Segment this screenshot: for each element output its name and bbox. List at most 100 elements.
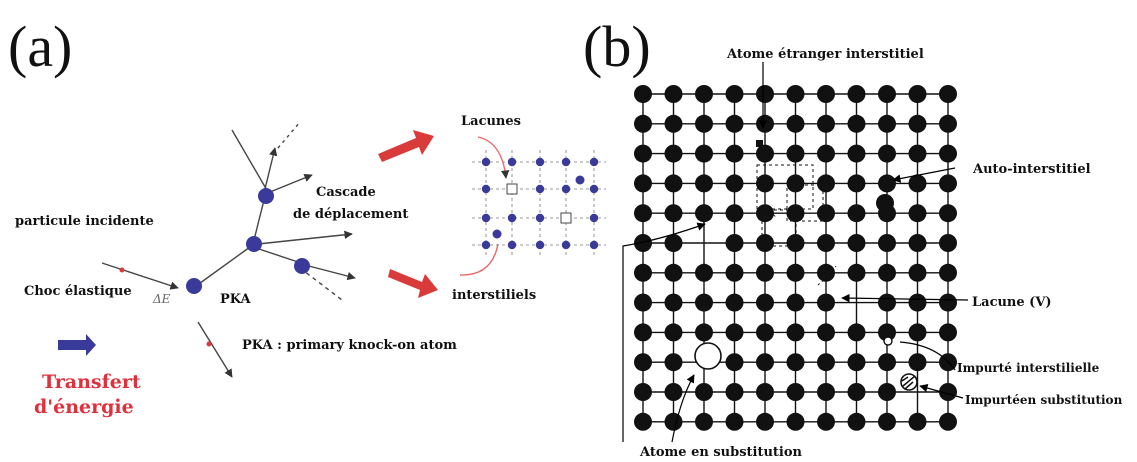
lattice-atom [939,383,957,401]
interstitial-impurity-atom [883,336,893,346]
foreign-interstitial-atom [756,140,763,147]
branch-up [263,147,278,194]
cascade-label-line1: Cascade [316,185,376,200]
lattice-atom [817,204,835,223]
lattice-atom [939,144,957,163]
pka-atom [186,278,202,294]
node2-to-node4 [255,247,299,263]
lattice-atom [786,293,805,312]
lattice-atom [878,293,896,312]
foreign-interstitial-label: Atome étranger interstitiel [726,47,924,62]
lattice-atom [725,234,744,252]
lattice-atom [817,234,835,252]
lattice-atom [878,174,896,193]
mini-lattice-atom [481,240,491,250]
lattice-atom [817,293,835,312]
vacancy-pointer [841,293,969,303]
lattice-atom [695,293,713,312]
lattice-atom [786,323,805,342]
lattice-atom [695,144,713,163]
mini-lattice-atom [561,184,571,194]
secondary-trajectory [197,321,233,378]
lattice-atom [756,114,774,133]
lattice-atom [786,144,805,163]
mini-lattice-atom [589,157,599,167]
lattice-atom [786,114,805,133]
lattice-atom [786,263,805,282]
lattice-atom [817,323,835,342]
self-interstitial-pointer [892,167,956,183]
lattice-atom [847,204,866,223]
lattice-atom [908,353,927,372]
lattice-atom [939,114,957,133]
lattice-atom [786,383,805,401]
incident-particle-dot [119,267,125,273]
lattice-atom [847,263,866,282]
lattice-atom [695,412,713,431]
mini-lattice-atom [535,157,545,167]
incident-particle-label: particule incidente [15,214,154,229]
mini-lattice-atom [481,157,491,167]
branch-dashed [299,267,343,301]
lattice-atom [634,114,652,133]
lattice-atom [847,114,866,133]
impurity-substitution-pointer [919,383,964,399]
vacancy-pointer [477,136,510,179]
distortion-zone-2 [786,184,824,222]
red-arrow-down-icon [388,269,438,298]
panel-a-diagram: particule incidente Choc élastique ΔE PK… [15,114,606,418]
mini-interstitial-2 [492,229,502,239]
lattice-atom [756,412,774,431]
lattice-atom [756,353,774,372]
impurity-interstitial-pointer [899,341,956,371]
lattice-atom [756,263,774,282]
lattice-atom [725,204,744,223]
lattice-atom [878,144,896,163]
lattice-atom [634,174,652,193]
lattice-atom [664,234,683,252]
hatch-mark [901,375,916,390]
cascade-atom-2 [258,188,274,204]
blue-arrow-icon [58,334,96,356]
interstitials-label: interstiliels [452,288,536,303]
lattice-atom [908,174,927,193]
lattice-atom [939,234,957,252]
lattice-atom [634,85,652,103]
lattice-atom [847,85,866,103]
lattice-atom [878,263,896,282]
mini-lattice-atom [535,213,545,223]
lattice-atom [695,323,713,342]
energy-transfer-line2: d'énergie [34,396,134,418]
lattice-atom [664,293,683,312]
mini-lattice-atom [561,240,571,250]
lattice-atom [847,353,866,372]
interstitial-pointer [459,243,499,276]
lattice-atom [817,114,835,133]
lattice-atom [817,174,835,193]
branch-right-mid [257,230,353,245]
lattice-atom [725,412,744,431]
lattice-atom [817,383,835,401]
lattice-atom [756,293,774,312]
lattice-atom [939,323,957,342]
lattice-atom [939,174,957,193]
lattice-atom [756,85,774,103]
lattice-atom [756,174,774,193]
left-pointer [622,222,706,442]
lattice-atom [664,85,683,103]
substitution-impurity-label: Impurtéen substitution [965,393,1123,407]
lattice-atom [664,144,683,163]
lattice-atom [756,383,774,401]
lattice-atom [664,114,683,133]
delta-e-label: ΔE [152,292,171,306]
branch-right-low [304,264,356,281]
lattice-atom [786,412,805,431]
red-arrow-up-icon [378,130,434,162]
vacancy-label: Lacune (V) [972,295,1052,310]
lattice-atom [908,144,927,163]
interstitial-impurity-label: Impurté interstilielle [957,361,1100,375]
lattice-atom [786,353,805,372]
lattice-atom [725,174,744,193]
lattice-atom [939,412,957,431]
